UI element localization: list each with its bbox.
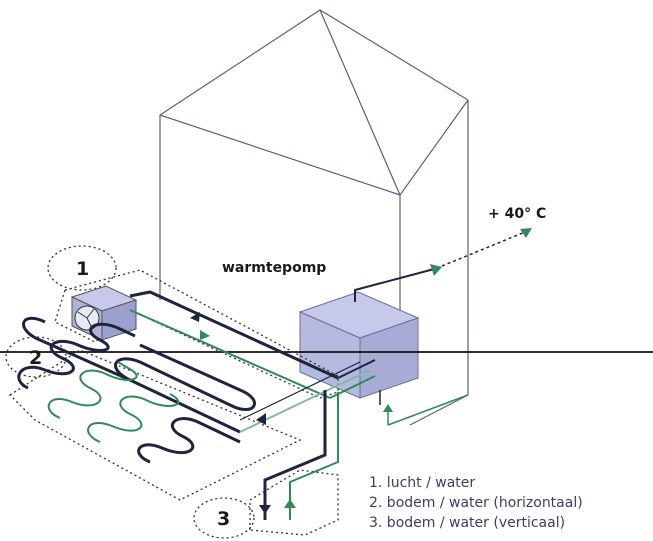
arrow-3 <box>256 413 266 425</box>
system-number-1: 1 <box>76 258 89 280</box>
legend-item-2: 2. bodem / water (horizontaal) <box>369 495 583 511</box>
output-pipes <box>354 228 532 426</box>
house-outline <box>159 9 469 426</box>
arrow-up-icon <box>284 499 296 508</box>
ground-loop-coils <box>17 322 136 390</box>
system-number-2: 2 <box>29 347 42 369</box>
outdoor-air-unit <box>70 285 138 341</box>
legend-item-3: 3. bodem / water (verticaal) <box>369 515 565 531</box>
arrow-2 <box>200 330 210 340</box>
outline-number-3 <box>193 497 255 539</box>
arrow-down-icon <box>259 505 271 514</box>
ground-loop-dark-pipe <box>114 343 256 434</box>
outline-number-2 <box>5 336 67 378</box>
legend-item-1: 1. lucht / water <box>369 475 475 491</box>
vertical-pipes <box>259 390 339 520</box>
pipes-unit-1 <box>129 290 376 399</box>
arrow-1 <box>190 312 200 322</box>
outline-loop-2 <box>8 349 302 501</box>
outline-number-1 <box>47 245 117 291</box>
dotted-outlines <box>5 245 339 539</box>
heatpump-label: warmtepomp <box>222 260 326 276</box>
system-number-3: 3 <box>217 508 230 530</box>
temperature-label: + 40° C <box>488 206 546 222</box>
outline-vertical-3 <box>249 469 339 536</box>
pipes-loop-2 <box>239 361 371 433</box>
